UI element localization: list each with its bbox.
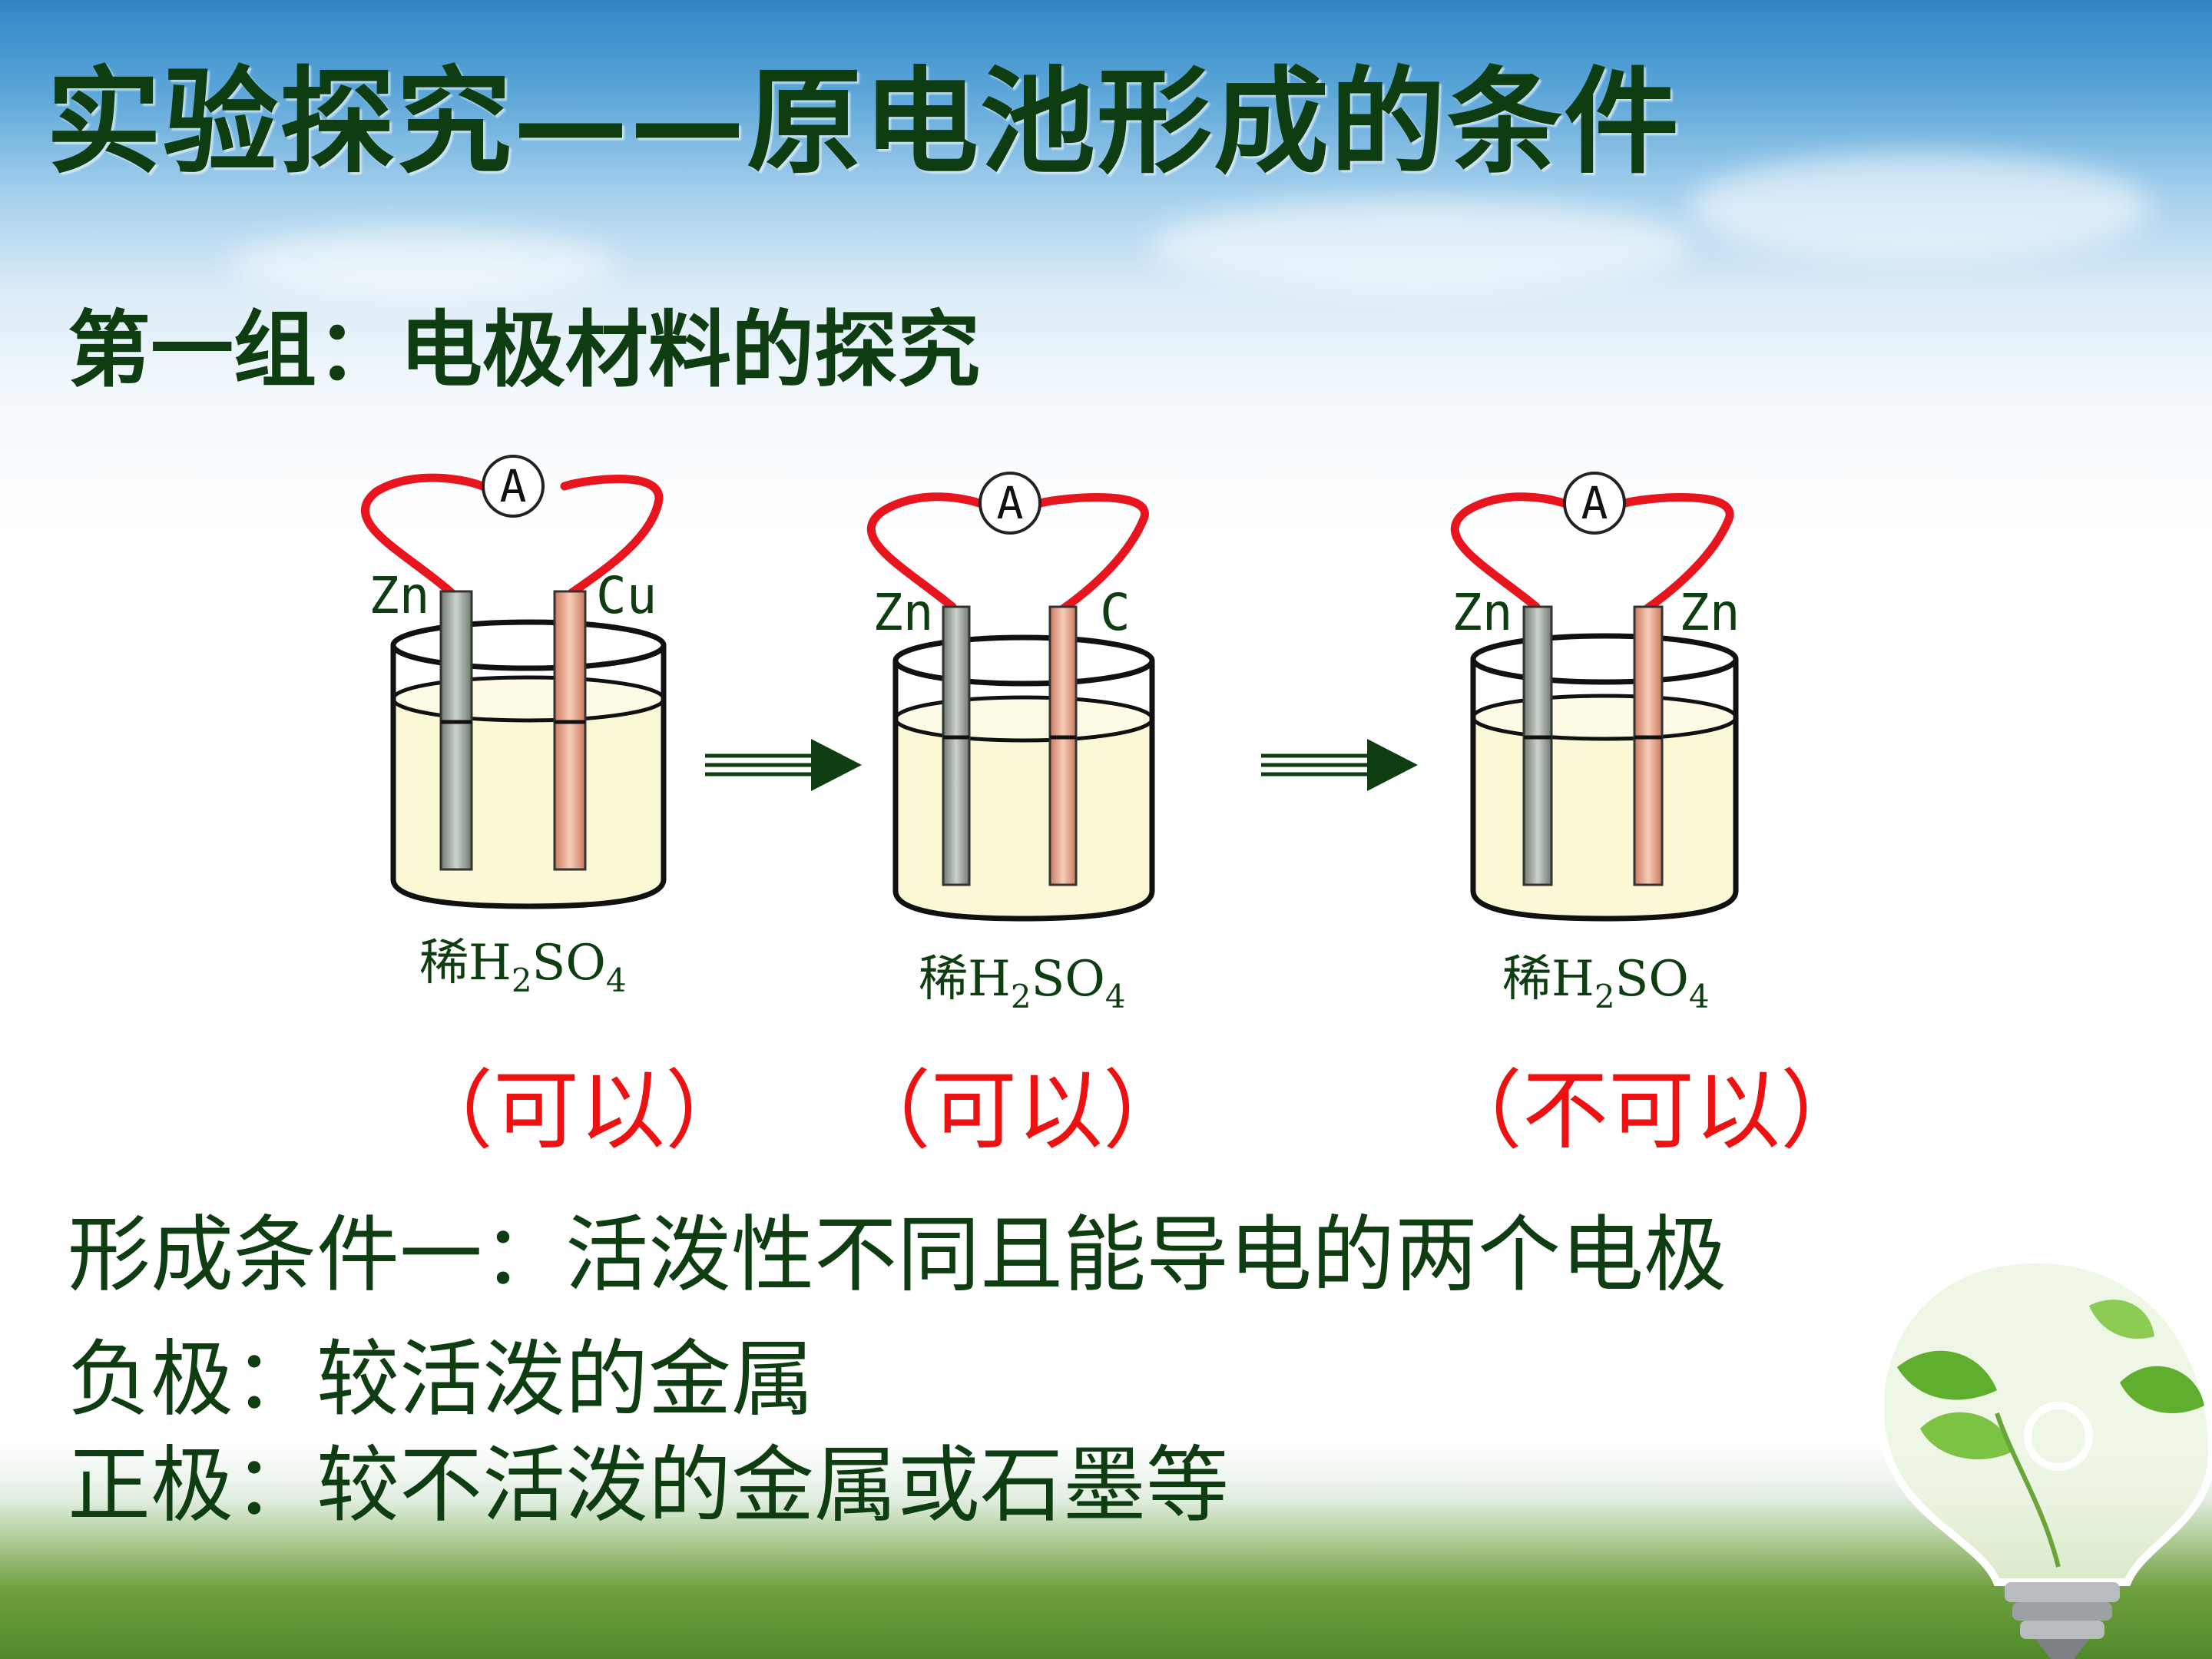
cell-3-right-zinc-electrode bbox=[1633, 605, 1664, 886]
conclusion-text: 形成条件一：活泼性不同且能导电的两个电极 bbox=[68, 1207, 1727, 1303]
cell-1-beaker bbox=[390, 590, 667, 909]
cell-2-zinc-electrode bbox=[942, 605, 971, 886]
cell-2-carbon-electrode bbox=[1048, 605, 1078, 886]
cell-1-result: （可以） bbox=[407, 1061, 751, 1161]
arrow-2-icon bbox=[1261, 739, 1418, 791]
cell-2-beaker bbox=[892, 605, 1155, 922]
cell-3-ammeter: A bbox=[1563, 472, 1626, 535]
cell-2-solution-label: 稀H2SO4 bbox=[919, 951, 1126, 1015]
cell-3-solution-label: 稀H2SO4 bbox=[1502, 951, 1710, 1015]
cell-1-zinc-electrode bbox=[439, 590, 473, 871]
cell-2-ammeter: A bbox=[979, 472, 1041, 535]
cell-2-result: （可以） bbox=[845, 1061, 1189, 1161]
arrow-1-icon bbox=[705, 739, 862, 791]
cell-3-result: （不可以） bbox=[1436, 1061, 1866, 1161]
cell-2: A Zn C 稀H2SO4 bbox=[867, 472, 1155, 1015]
cell-1-wire bbox=[361, 473, 664, 598]
svg-text:A: A bbox=[1581, 477, 1608, 529]
cell-2-right-label: C bbox=[1100, 583, 1131, 642]
section-subtitle: 第一组：电极材料的探究 bbox=[68, 302, 981, 399]
cell-3-beaker bbox=[1470, 605, 1739, 922]
cell-3-wire bbox=[1451, 492, 1734, 613]
negative-electrode-text: 负极：较活泼的金属 bbox=[68, 1332, 815, 1428]
cell-3-right-label: Zn bbox=[1679, 583, 1740, 642]
cell-3-left-zinc-electrode bbox=[1522, 605, 1553, 886]
cell-1-ammeter: A bbox=[482, 455, 545, 518]
slide-title: 实验探究——原电池形成的条件 bbox=[46, 56, 1681, 190]
cell-1-copper-electrode bbox=[553, 590, 587, 871]
cell-2-wire bbox=[867, 492, 1149, 613]
cell-3-left-label: Zn bbox=[1452, 583, 1512, 642]
positive-electrode-text: 正极：较不活泼的金属或石墨等 bbox=[68, 1438, 1230, 1534]
cell-2-left-label: Zn bbox=[873, 583, 933, 642]
cell-1: A Zn Cu 稀H2SO4 bbox=[361, 455, 667, 999]
cell-1-left-label: Zn bbox=[369, 566, 429, 625]
cell-3: A Zn Zn 稀H2SO4 bbox=[1451, 472, 1740, 1015]
svg-text:A: A bbox=[997, 477, 1024, 529]
cell-1-right-label: Cu bbox=[596, 566, 657, 625]
cell-1-solution-label: 稀H2SO4 bbox=[419, 935, 627, 999]
light-bulb-icon bbox=[1876, 1255, 2212, 1659]
svg-text:A: A bbox=[500, 460, 527, 512]
